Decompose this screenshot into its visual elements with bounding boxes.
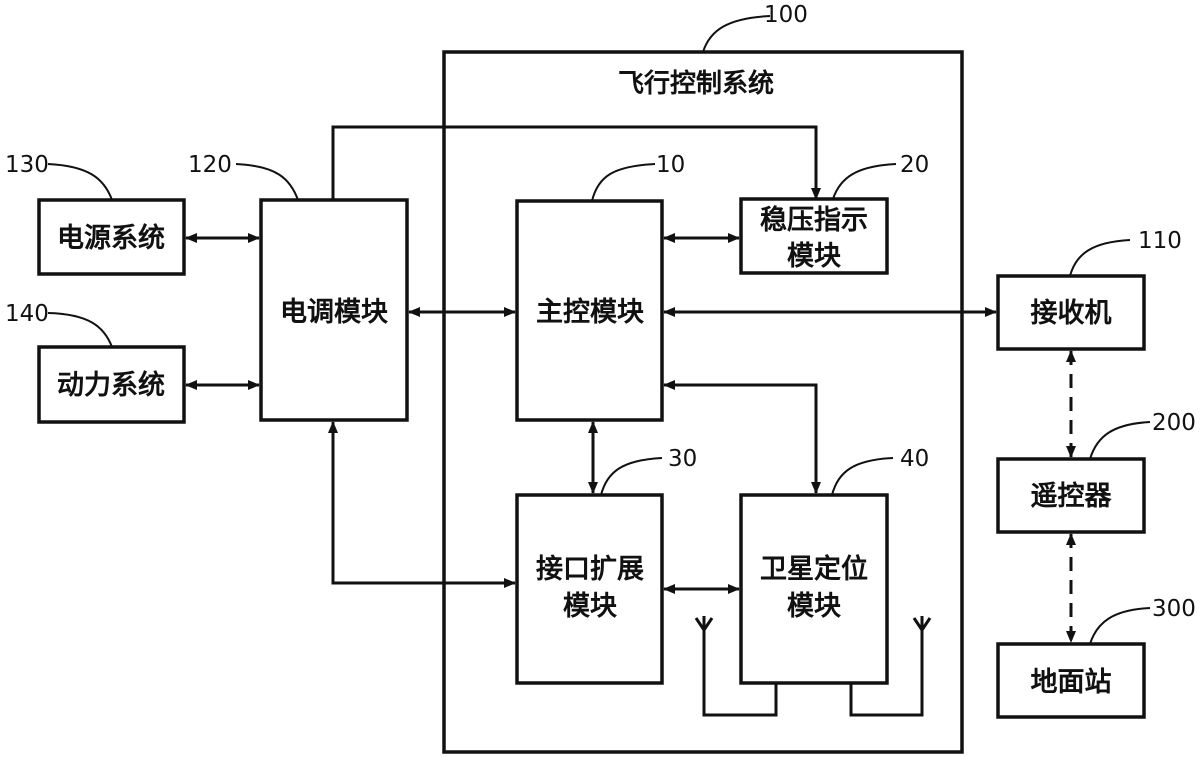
esc-to-regulator-wire bbox=[331, 125, 821, 200]
ground-station-block bbox=[996, 642, 1146, 719]
regulator-label-line2: 模块 bbox=[787, 241, 842, 272]
gnss-label-line1: 卫星定位 bbox=[760, 553, 868, 585]
receiver-leader bbox=[1069, 239, 1131, 277]
drive-system-label: 动力系统 bbox=[57, 369, 165, 401]
regulator-label-line1: 稳压指示 bbox=[760, 204, 868, 236]
gnss-leader bbox=[831, 457, 894, 496]
esc-module-block bbox=[259, 198, 409, 422]
power-system-number: 130 bbox=[5, 152, 49, 178]
esc-module-number: 120 bbox=[188, 152, 232, 178]
remote-controller-block bbox=[996, 457, 1146, 534]
remote-controller-label: 遥控器 bbox=[1031, 481, 1113, 512]
ground-station-label: 地面站 bbox=[1031, 667, 1112, 698]
main-control-number: 10 bbox=[656, 152, 685, 178]
gnss-label-line2: 模块 bbox=[787, 591, 842, 622]
interface-label-line1: 接口扩展 bbox=[536, 554, 644, 585]
main-control-block bbox=[515, 199, 664, 422]
system-title: 飞行控制系统 bbox=[618, 68, 774, 99]
receiver-block bbox=[996, 274, 1146, 351]
antenna-right-icon bbox=[849, 616, 932, 717]
receiver-label: 接收机 bbox=[1031, 298, 1112, 329]
main-gnss-link bbox=[663, 380, 821, 494]
gnss-module-block bbox=[739, 493, 889, 685]
regulator-module-block bbox=[739, 197, 889, 275]
drive-system-leader bbox=[47, 312, 113, 348]
ground-station-leader bbox=[1089, 607, 1151, 645]
remote-controller-number: 200 bbox=[1152, 410, 1196, 436]
main-control-leader bbox=[591, 163, 656, 202]
power-system-block bbox=[37, 198, 186, 276]
remote-controller-leader bbox=[1089, 421, 1151, 460]
esc-module-leader bbox=[235, 163, 299, 201]
interface-label-line2: 模块 bbox=[563, 591, 618, 622]
regulator-leader bbox=[832, 163, 897, 200]
power-system-label: 电源系统 bbox=[57, 222, 165, 254]
antenna-left-icon bbox=[694, 616, 778, 717]
esc-interface-link bbox=[328, 421, 516, 588]
interface-number: 30 bbox=[668, 446, 697, 472]
interface-leader bbox=[600, 457, 663, 496]
ground-station-number: 300 bbox=[1152, 596, 1196, 622]
esc-module-label: 电调模块 bbox=[280, 297, 389, 328]
gnss-number: 40 bbox=[900, 446, 929, 472]
main-control-label: 主控模块 bbox=[536, 297, 645, 328]
drive-system-number: 140 bbox=[5, 301, 49, 327]
system-number: 100 bbox=[764, 2, 808, 28]
system-leader-line bbox=[702, 15, 771, 53]
regulator-number: 20 bbox=[900, 152, 929, 178]
receiver-number: 110 bbox=[1138, 228, 1182, 254]
interface-module-block bbox=[515, 493, 664, 685]
power-system-leader bbox=[47, 163, 113, 201]
